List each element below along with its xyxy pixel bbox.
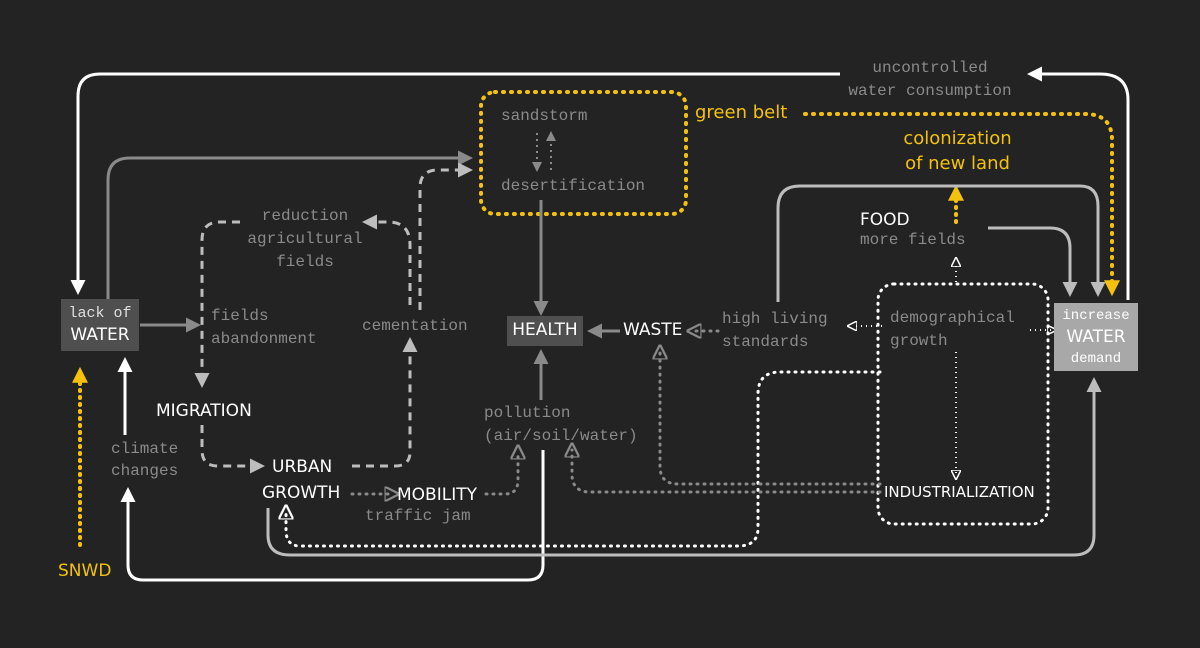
edge-cementation-to-reduction <box>362 214 412 305</box>
demand-line1: increase <box>1062 308 1130 324</box>
urban-growth-line1: URBAN <box>272 457 333 477</box>
edge-cementation-to-desertification <box>418 162 473 310</box>
climate-line2: changes <box>111 462 179 480</box>
industrialization-label: INDUSTRIALIZATION <box>884 483 1035 501</box>
reduction-line1: reduction <box>261 207 349 225</box>
waste-label: WASTE <box>623 320 683 340</box>
edge-fields-to-demand <box>988 226 1078 297</box>
consumption-line2: water consumption <box>848 82 1012 100</box>
green-belt-label: green belt <box>695 102 788 123</box>
reduction-line3: fields <box>276 253 334 271</box>
climate-line1: climate <box>111 440 179 458</box>
consumption-line1: uncontrolled <box>872 59 988 77</box>
fields-abandonment-line2: abandonment <box>211 330 317 348</box>
demand-line2: WATER <box>1066 327 1126 347</box>
lack-of-water-node: lack of WATER <box>61 299 139 351</box>
fields-abandonment-line1: fields <box>211 307 269 325</box>
colonization-line1: colonization <box>903 128 1012 149</box>
edge-industry-to-waste <box>660 352 882 486</box>
cementation-label: cementation <box>362 317 468 335</box>
increase-water-demand-node: increase WATER demand <box>1054 303 1138 371</box>
snwd-label: SNWD <box>58 561 112 581</box>
living-standards-line2: standards <box>722 333 809 351</box>
demographical-line2: growth <box>890 332 948 350</box>
reduction-line2: agricultural <box>247 230 363 248</box>
mobility-label: MOBILITY <box>397 485 477 505</box>
food-label: FOOD <box>860 210 910 230</box>
edge-living-to-demand <box>776 184 1106 302</box>
health-node: HEALTH <box>507 316 583 346</box>
edge-consumption-to-lack <box>70 72 840 295</box>
demand-line3: demand <box>1070 351 1122 367</box>
lack-of-water-line1: lack of <box>68 305 132 322</box>
migration-label: MIGRATION <box>156 401 252 421</box>
edge-demand-to-lack <box>1027 66 1130 300</box>
edge-pollution-to-climate <box>120 450 545 582</box>
industrialization-box <box>876 282 1050 526</box>
desertification-label: desertification <box>501 177 646 195</box>
more-fields-label: more fields <box>860 231 966 249</box>
living-standards-line1: high living <box>722 310 828 328</box>
health-label: HEALTH <box>512 320 578 340</box>
pollution-line1: pollution <box>484 404 571 422</box>
demographical-line1: demographical <box>890 309 1015 327</box>
urban-growth-line2: GROWTH <box>262 483 341 503</box>
colonization-line2: of new land <box>905 153 1010 174</box>
traffic-jam-label: traffic jam <box>365 507 471 525</box>
edge-reduction-to-migration <box>194 220 240 388</box>
edge-migration-to-urban <box>200 425 265 474</box>
edge-demography-to-urban <box>286 370 882 548</box>
edge-urban-to-demand <box>266 377 1102 557</box>
edge-industry-to-pollution <box>572 450 882 494</box>
edge-greenbelt-to-demand <box>803 112 1120 297</box>
edge-urban-to-cementation <box>352 337 418 468</box>
sandstorm-label: sandstorm <box>501 107 588 125</box>
edge-lack-to-sandstorm <box>106 150 473 300</box>
sandstorm-box <box>479 90 688 216</box>
lack-of-water-line2: WATER <box>70 325 130 345</box>
pollution-line2: (air/soil/water) <box>484 427 638 445</box>
edge-mobility-to-pollution <box>484 452 518 496</box>
